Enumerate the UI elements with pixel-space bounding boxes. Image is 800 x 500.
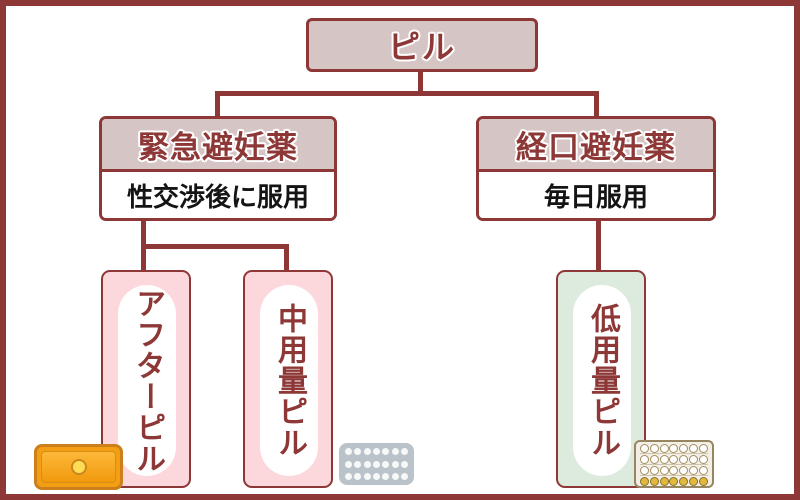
pill-dot	[649, 477, 659, 486]
branch-oral-contraceptive: 経口避妊薬 毎日服用	[476, 116, 716, 221]
pill-dot	[698, 466, 708, 475]
connector-emergency-right-drop	[284, 244, 289, 273]
pill-dot	[669, 444, 679, 453]
pill-dot	[372, 448, 380, 455]
pill-dot	[382, 460, 390, 468]
pill-dot	[391, 448, 399, 455]
leaf-after-pill-inner: アフターピル	[118, 285, 176, 476]
pill-dot	[669, 455, 679, 464]
leaf-medium-dose-pill-label: 中用量ピル	[273, 303, 306, 458]
connector-oral-drop	[596, 218, 601, 273]
pill-dot	[649, 444, 659, 453]
pill-dot	[640, 477, 649, 486]
leaf-after-pill-label: アフターピル	[131, 287, 164, 474]
connector-level1-right-drop	[594, 91, 599, 119]
pill-dot	[649, 455, 659, 464]
pill-dot	[689, 455, 699, 464]
pill-dot-row	[345, 460, 408, 468]
pill-dot-row	[640, 464, 708, 475]
single-pill-icon	[70, 459, 87, 475]
leaf-low-dose-pill-label: 低用量ピル	[586, 303, 619, 458]
pill-dot	[698, 455, 708, 464]
gray-pill-sheet-icon	[339, 443, 414, 485]
pill-dot	[698, 444, 708, 453]
branch-emergency-title: 緊急避妊薬	[102, 119, 334, 172]
pill-dot	[659, 466, 669, 475]
pill-dot	[679, 477, 689, 486]
single-pill-blister-icon	[34, 444, 123, 490]
pill-dot	[659, 455, 669, 464]
pill-dot	[400, 473, 408, 480]
pill-dot	[640, 455, 649, 464]
pill-dot	[640, 444, 649, 453]
pill-dot	[659, 444, 669, 453]
pill-dot	[679, 444, 689, 453]
pill-dot	[345, 473, 352, 480]
leaf-medium-dose-pill-inner: 中用量ピル	[260, 285, 318, 476]
pill-dot	[363, 460, 371, 468]
pill-dot	[391, 460, 399, 468]
pill-dot	[679, 455, 689, 464]
pill-dot	[391, 473, 399, 480]
leaf-medium-dose-pill: 中用量ピル	[243, 270, 333, 488]
connector-emergency-horizontal	[141, 244, 289, 249]
pill-dot	[354, 448, 362, 455]
connector-root-vertical	[418, 70, 423, 96]
pill-dot	[640, 466, 649, 475]
leaf-after-pill: アフターピル	[101, 270, 191, 488]
pill-dot-row	[345, 448, 408, 455]
pill-dot	[689, 466, 699, 475]
pill-dot-row	[345, 473, 408, 480]
branch-emergency-subtitle: 性交渉後に服用	[102, 172, 334, 218]
monthly-pill-sheet-icon	[634, 440, 714, 488]
pill-dot	[669, 466, 679, 475]
connector-level1-left-drop	[215, 91, 220, 119]
connector-level1-horizontal	[215, 91, 599, 96]
pill-dot	[345, 448, 352, 455]
pill-dot	[354, 460, 362, 468]
branch-emergency-contraceptive: 緊急避妊薬 性交渉後に服用	[99, 116, 337, 221]
branch-oral-title: 経口避妊薬	[479, 119, 713, 172]
pill-dot	[363, 473, 371, 480]
pill-dot	[679, 466, 689, 475]
pill-dot	[659, 477, 669, 486]
pill-dot	[363, 448, 371, 455]
root-node-label: ピル	[387, 29, 456, 65]
pill-dot	[354, 473, 362, 480]
pill-dot	[400, 448, 408, 455]
pill-dot	[382, 473, 390, 480]
pill-dot	[372, 473, 380, 480]
pill-dot-row	[640, 444, 708, 453]
pill-dot	[382, 448, 390, 455]
leaf-low-dose-pill: 低用量ピル	[556, 270, 646, 488]
pill-dot	[372, 460, 380, 468]
leaf-low-dose-pill-inner: 低用量ピル	[573, 285, 631, 476]
branch-oral-subtitle: 毎日服用	[479, 172, 713, 218]
pill-dot-row	[640, 453, 708, 464]
single-pill-blister-tray	[41, 451, 116, 483]
pill-dot	[689, 477, 699, 486]
root-node-pill: ピル	[306, 18, 538, 72]
pill-dot	[689, 444, 699, 453]
pill-dot	[345, 460, 352, 468]
pill-dot	[698, 477, 708, 486]
pill-dot	[649, 466, 659, 475]
pill-dot-row	[640, 475, 708, 486]
pill-dot	[400, 460, 408, 468]
pill-dot	[669, 477, 679, 486]
